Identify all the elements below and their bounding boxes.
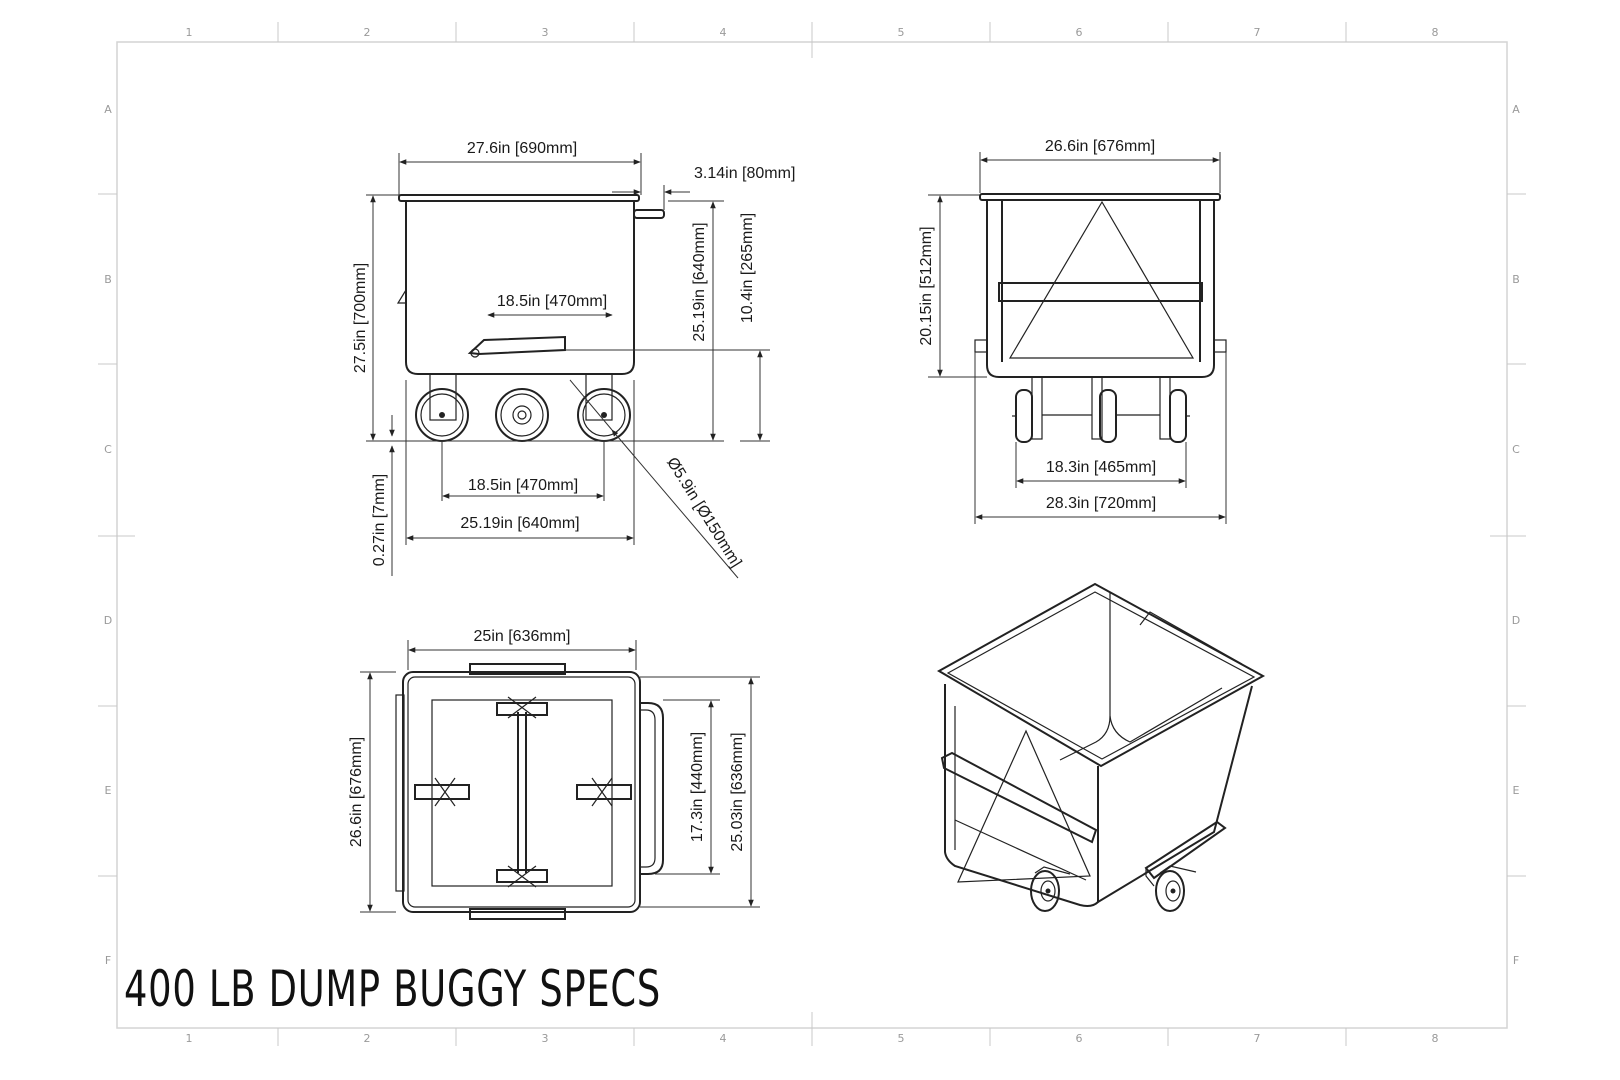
grid-col-5: 5 bbox=[898, 1032, 905, 1045]
drawing-border bbox=[116, 41, 1508, 1029]
iso-wheel-right bbox=[1155, 870, 1185, 912]
grid-row-f: F bbox=[105, 954, 111, 967]
grid-row-a: A bbox=[104, 103, 112, 116]
grid-col-4: 4 bbox=[720, 26, 727, 39]
dim-side-ground-clearance: 0.27in [7mm] bbox=[371, 474, 388, 566]
dim-side-wheel-diameter: Ø5.9in [Ø150mm] bbox=[663, 455, 744, 571]
front-view: 26.6in [676mm] 20.15in [512mm] 18.3in [4… bbox=[918, 138, 1227, 524]
grid-col-3: 3 bbox=[542, 1032, 549, 1045]
grid-row-c: C bbox=[1512, 443, 1520, 456]
grid-col-2: 2 bbox=[364, 26, 371, 39]
grid-col-5: 5 bbox=[898, 26, 905, 39]
grid-row-b: B bbox=[104, 273, 112, 286]
side-view-outline bbox=[396, 194, 665, 442]
grid-row-labels-left: A B C D E F bbox=[104, 103, 112, 967]
dim-front-wheel-track: 18.3in [465mm] bbox=[1046, 459, 1156, 476]
dim-front-top-width: 26.6in [676mm] bbox=[1045, 138, 1155, 155]
grid-col-8: 8 bbox=[1432, 1032, 1439, 1045]
dim-side-wheel-base: 18.5in [470mm] bbox=[468, 477, 578, 494]
grid-row-e: E bbox=[105, 784, 112, 797]
dim-side-overall-width: 27.6in [690mm] bbox=[467, 140, 577, 157]
dim-side-frame-height: 10.4in [265mm] bbox=[739, 213, 756, 323]
grid-row-f: F bbox=[1513, 954, 1519, 967]
dim-side-overall-height: 27.5in [700mm] bbox=[352, 263, 369, 373]
grid-row-c: C bbox=[104, 443, 112, 456]
dim-side-handle-offset: 3.14in [80mm] bbox=[694, 165, 795, 182]
iso-wheel-left bbox=[1030, 870, 1060, 912]
dim-side-wheel-span: 25.19in [640mm] bbox=[460, 515, 579, 532]
dim-top-frame-depth: 25.03in [636mm] bbox=[729, 732, 746, 851]
grid-col-3: 3 bbox=[542, 26, 549, 39]
grid-col-7: 7 bbox=[1254, 1032, 1261, 1045]
grid-col-7: 7 bbox=[1254, 26, 1261, 39]
grid-row-e: E bbox=[1513, 784, 1520, 797]
dim-top-width: 25in [636mm] bbox=[474, 628, 571, 645]
side-view: 27.6in [690mm] 3.14in [80mm] 27.5in [700… bbox=[352, 140, 795, 579]
dim-front-overall-width: 28.3in [720mm] bbox=[1046, 495, 1156, 512]
grid-col-6: 6 bbox=[1076, 1032, 1083, 1045]
grid-col-2: 2 bbox=[364, 1032, 371, 1045]
top-view: 25in [636mm] 26.6in [676mm] 17.3in [440m… bbox=[348, 628, 760, 920]
page-title: 400 LB DUMP BUGGY SPECS bbox=[124, 960, 661, 1018]
isometric-view bbox=[936, 582, 1266, 912]
side-wheel-center bbox=[495, 388, 549, 442]
grid-col-8: 8 bbox=[1432, 26, 1439, 39]
zone-ticks bbox=[98, 22, 1526, 1046]
front-view-outline bbox=[974, 193, 1227, 443]
grid-row-a: A bbox=[1512, 103, 1520, 116]
grid-column-labels-top: 1 2 3 4 5 6 7 8 bbox=[186, 26, 1439, 39]
dim-side-base-length: 18.5in [470mm] bbox=[497, 293, 607, 310]
grid-row-d: D bbox=[104, 614, 112, 627]
dim-top-depth: 26.6in [676mm] bbox=[348, 737, 365, 847]
dim-front-body-height: 20.15in [512mm] bbox=[918, 226, 935, 345]
top-view-outline bbox=[395, 663, 664, 920]
grid-row-labels-right: A B C D E F bbox=[1512, 103, 1520, 967]
grid-column-labels-bottom: 1 2 3 4 5 6 7 8 bbox=[186, 1032, 1439, 1045]
grid-row-b: B bbox=[1512, 273, 1520, 286]
dim-side-body-height: 25.19in [640mm] bbox=[691, 222, 708, 341]
grid-row-d: D bbox=[1512, 614, 1520, 627]
grid-col-1: 1 bbox=[186, 1032, 193, 1045]
grid-col-1: 1 bbox=[186, 26, 193, 39]
grid-col-4: 4 bbox=[720, 1032, 727, 1045]
grid-col-6: 6 bbox=[1076, 26, 1083, 39]
dim-top-inner-depth: 17.3in [440mm] bbox=[689, 732, 706, 842]
